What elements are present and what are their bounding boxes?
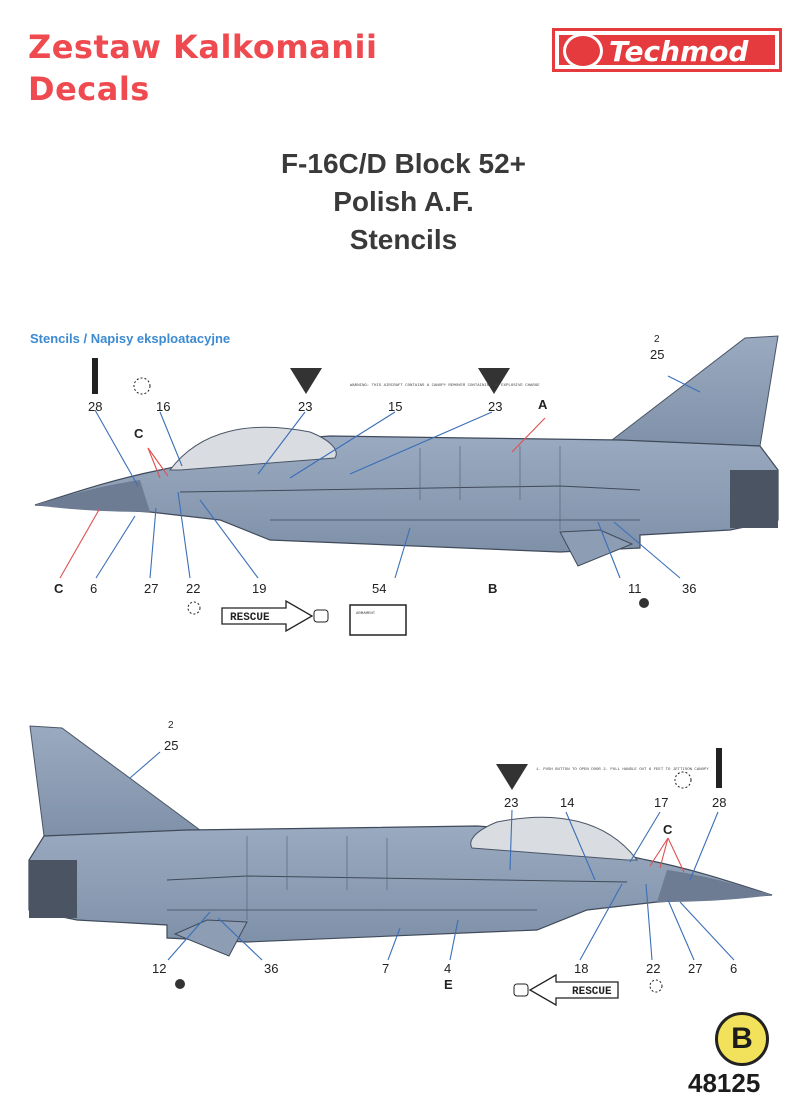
nose-cone-bottom [657,870,772,902]
title-line2: Polish A.F. [333,186,474,217]
callout-17-bottom: 17 [654,795,669,810]
callout-27-bottom: 27 [688,961,703,976]
letter-C-top2: C [54,581,64,596]
sheet-badge: B [715,1012,769,1066]
canopy-warning-stencil: WARNING: THIS AIRCRAFT CONTAINS A CANOPY… [350,384,540,388]
letter-C-bottom: C [663,822,673,837]
letter-E-bottom: E [444,977,453,992]
rescue-arrow-bottom [528,973,619,1007]
letter-A-top: A [538,397,548,412]
callout-28-bottom: 28 [712,795,727,810]
ventral-fin [559,529,634,567]
callout-22-top: 22 [186,581,201,596]
title-line1: F-16C/D Block 52+ [280,148,527,179]
letter-B-top: B [488,581,498,596]
callout-36-bottom: 36 [264,961,279,976]
armament-label: ARMAMENT [356,612,376,616]
canopy-bottom [470,816,639,861]
top-blue-pointers [94,375,701,579]
callout-15-top: 15 [388,399,403,414]
canopy-jettison-stencil: 1. PUSH BUTTON TO OPEN DOOR 2. PULL HAND… [536,768,709,772]
logo-car-icon [563,33,603,69]
rescue-arrow-top [221,599,314,633]
callout-11-top: 11 [628,581,642,596]
callout-28-top: 28 [88,399,103,414]
title-line3: Stencils [349,224,458,255]
top-red-pointers [59,417,546,579]
callout-36-top: 36 [682,581,697,596]
callout-18-bottom: 18 [574,961,589,976]
letter-C-top1: C [134,426,144,441]
callout-6-top: 6 [90,581,98,596]
callout-2-top: 2 [654,334,660,345]
product-code: 48125 [688,1068,761,1098]
callout-23-bottom: 23 [504,795,519,810]
tail-fin [610,335,779,447]
rescue-label-bottom: RESCUE [572,986,612,998]
callout-4-bottom: 4 [444,961,452,976]
fuselage-bottom [28,825,773,943]
stencil-symbols-bottom: RESCUE 1. PUSH BUTTON TO OPEN DOOR 2. PU… [175,748,722,1007]
callout-27-top: 27 [144,581,159,596]
logo-text: Techmod [609,35,749,68]
section-label: Stencils / Napisy eksploatacyjne [30,331,231,346]
callout-12-bottom: 12 [152,961,167,976]
aircraft-side-right [28,725,773,957]
callout-16-top: 16 [156,399,171,414]
callout-25-top: 25 [650,347,665,362]
techmod-logo: Techmod [552,28,782,72]
aircraft-side-left [34,335,779,567]
canopy [168,426,337,471]
callout-54-top: 54 [372,581,387,596]
callout-2-bottom: 2 [168,720,174,731]
callout-19-top: 19 [252,581,267,596]
callout-23a-top: 23 [298,399,313,414]
nose-cone [35,480,150,512]
rescue-label-top: RESCUE [230,612,270,624]
callout-25-bottom: 25 [164,738,179,753]
callout-7-bottom: 7 [382,961,390,976]
callout-22-bottom: 22 [646,961,661,976]
callout-23b-top: 23 [488,399,503,414]
bottom-red-pointers [649,837,685,873]
stencil-symbols-top: RESCUE ARMAMENT WARNING: THIS AIRCRAFT C… [92,358,649,636]
callout-14-bottom: 14 [560,795,575,810]
brand-title-line1: Zestaw Kalkomanii [28,28,378,66]
bottom-blue-pointers [129,751,735,961]
fuselage [34,435,779,553]
callout-6-bottom: 6 [730,961,738,976]
brand-title-line2: Decals [28,70,150,108]
